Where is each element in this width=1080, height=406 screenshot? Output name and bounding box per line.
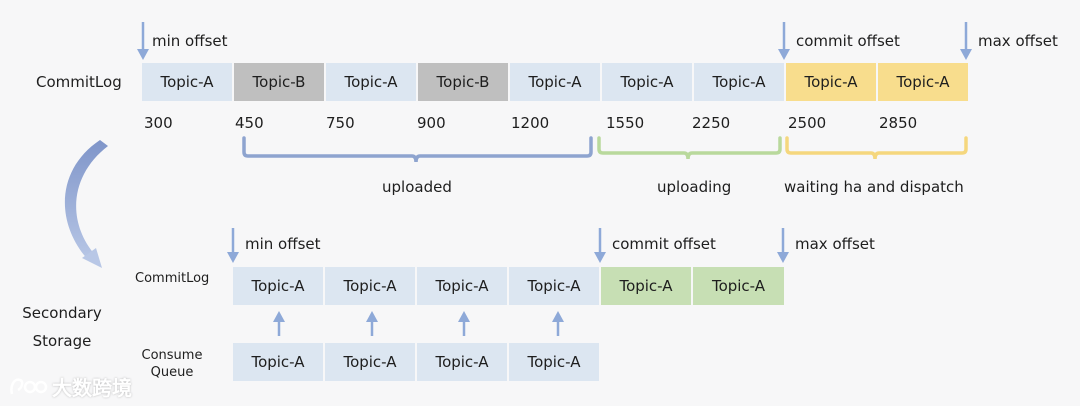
- top-cell-1: Topic-A: [142, 63, 232, 101]
- offset-300: 300: [144, 114, 173, 132]
- index-arrow-1: [273, 311, 285, 336]
- offset-450: 450: [235, 114, 264, 132]
- top-max-offset-arrow: [960, 22, 972, 60]
- offset-900: 900: [417, 114, 446, 132]
- watermark-logo-icon: [10, 377, 48, 394]
- consume-queue-cell-1: Topic-A: [233, 343, 323, 381]
- top-max-offset-label: max offset: [978, 32, 1058, 50]
- secondary-commitlog-cell-5: Topic-A: [601, 267, 691, 305]
- offset-750: 750: [326, 114, 355, 132]
- top-cell-3: Topic-A: [326, 63, 416, 101]
- top-commit-offset-label: commit offset: [796, 32, 900, 50]
- uploaded-label: uploaded: [382, 178, 452, 196]
- consume-queue-cell-3: Topic-A: [417, 343, 507, 381]
- secondary-commitlog-cell-4: Topic-A: [509, 267, 599, 305]
- secondary-min-offset-arrow: [227, 228, 239, 263]
- top-commitlog-label: CommitLog: [36, 73, 122, 91]
- secondary-commit-offset-label: commit offset: [612, 235, 716, 253]
- secondary-commitlog-label: CommitLog: [135, 271, 210, 286]
- secondary-storage-line2: Storage: [32, 332, 92, 350]
- offset-1550: 1550: [606, 114, 645, 132]
- consume-queue-label: Consume Queue: [132, 347, 212, 381]
- waiting-label: waiting ha and dispatch: [784, 178, 964, 196]
- uploading-label: uploading: [657, 178, 732, 196]
- consume-queue-line1: Consume: [141, 348, 203, 363]
- top-min-offset-label: min offset: [152, 32, 228, 50]
- top-min-offset-arrow: [137, 22, 149, 60]
- waiting-bracket: [785, 136, 968, 160]
- top-cell-9: Topic-A: [878, 63, 968, 101]
- secondary-max-offset-label: max offset: [795, 235, 875, 253]
- top-commit-offset-arrow: [778, 22, 790, 60]
- curved-down-arrow: [64, 140, 108, 262]
- index-arrow-4: [552, 311, 564, 336]
- top-cell-5: Topic-A: [510, 63, 600, 101]
- secondary-commit-offset-arrow: [594, 228, 606, 263]
- secondary-min-offset-label: min offset: [245, 235, 321, 253]
- secondary-max-offset-arrow: [777, 228, 789, 263]
- uploading-bracket: [597, 136, 782, 160]
- offset-2850: 2850: [879, 114, 918, 132]
- curved-arrow-head: [82, 248, 102, 268]
- consume-queue-cell-4: Topic-A: [509, 343, 599, 381]
- consume-queue-cell-2: Topic-A: [325, 343, 415, 381]
- top-cell-6: Topic-A: [602, 63, 692, 101]
- index-arrow-3: [458, 311, 470, 336]
- top-cell-2: Topic-B: [234, 63, 324, 101]
- secondary-commitlog-cell-3: Topic-A: [417, 267, 507, 305]
- top-cell-8: Topic-A: [786, 63, 876, 101]
- uploaded-bracket: [242, 136, 593, 163]
- secondary-storage-label: Secondary Storage: [14, 299, 110, 355]
- offset-2250: 2250: [692, 114, 731, 132]
- secondary-commitlog-cell-6: Topic-A: [693, 267, 784, 305]
- secondary-commitlog-cell-1: Topic-A: [233, 267, 323, 305]
- offset-2500: 2500: [788, 114, 827, 132]
- index-arrow-2: [366, 311, 378, 336]
- top-cell-7: Topic-A: [694, 63, 784, 101]
- watermark-text: 大数跨境: [52, 376, 132, 400]
- top-cell-4: Topic-B: [418, 63, 508, 101]
- secondary-storage-line1: Secondary: [22, 304, 102, 322]
- consume-queue-line2: Queue: [150, 365, 194, 380]
- watermark: 大数跨境: [8, 372, 132, 401]
- offset-1200: 1200: [511, 114, 550, 132]
- secondary-commitlog-cell-2: Topic-A: [325, 267, 415, 305]
